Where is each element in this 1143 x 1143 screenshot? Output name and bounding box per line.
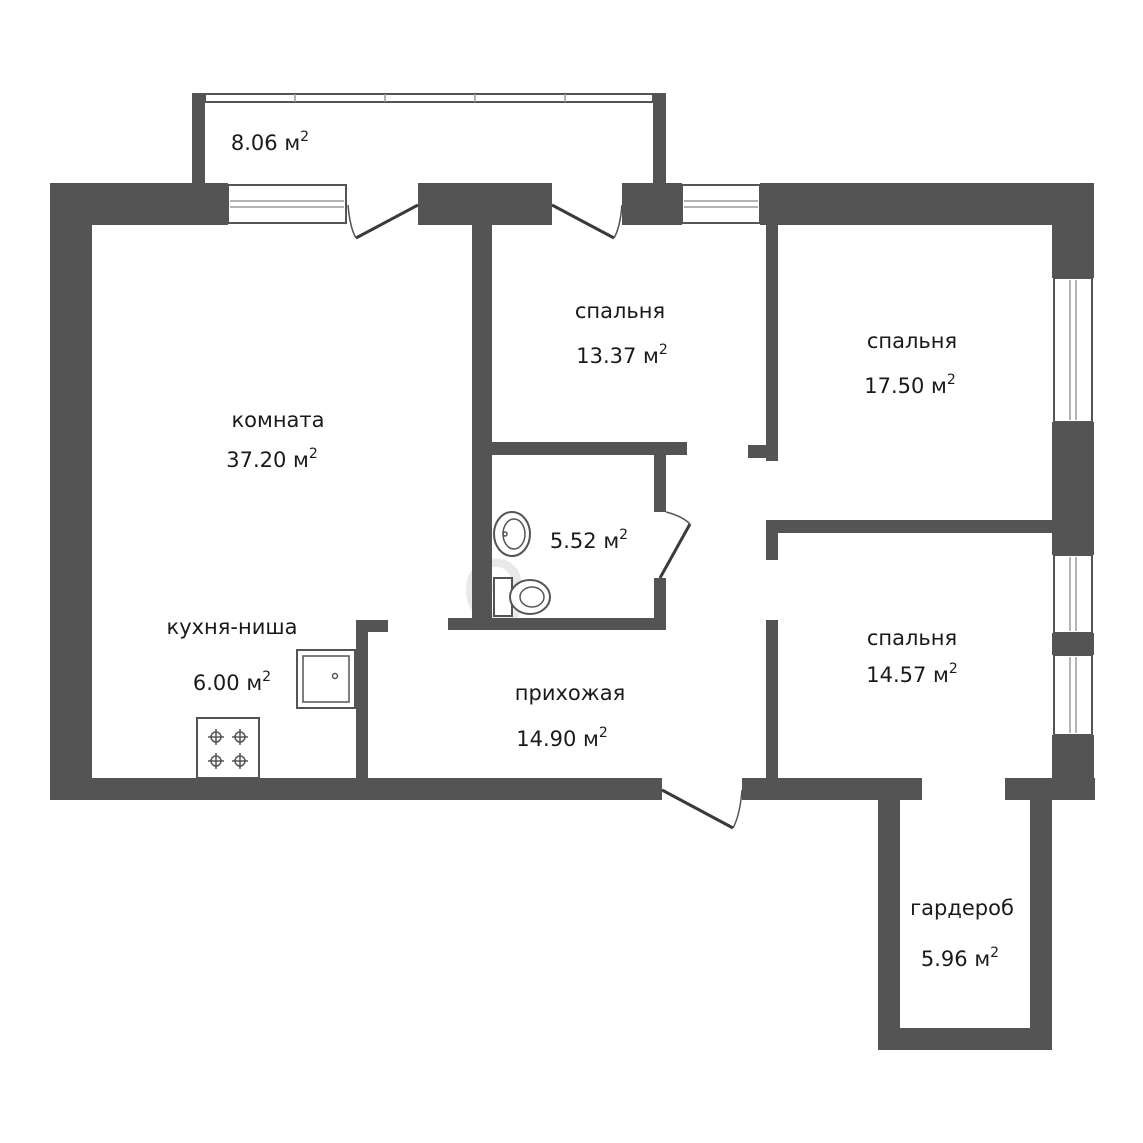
living-room-area: 37.20 м — [226, 448, 309, 472]
label-bedroom-1: спальня 13.37 м2 — [575, 299, 668, 368]
stove — [196, 717, 260, 779]
bedroom-3-area: 14.57 м — [866, 663, 949, 687]
interior-walls — [356, 225, 1052, 780]
label-bathroom: 5.52 м2 — [550, 527, 628, 553]
svg-text:17.50 м2: 17.50 м2 — [864, 372, 956, 398]
wardrobe-area: 5.96 м — [921, 947, 990, 971]
svg-text:37.20 м2: 37.20 м2 — [226, 446, 318, 472]
living-room-name: комната — [231, 408, 324, 432]
bedroom-2-area: 17.50 м — [864, 374, 947, 398]
windows — [227, 184, 1094, 736]
label-hallway: прихожая 14.90 м2 — [515, 681, 625, 751]
bedroom-1-name: спальня — [575, 299, 665, 323]
label-bedroom-2: спальня 17.50 м2 — [864, 329, 957, 398]
label-bedroom-3: спальня 14.57 м2 — [866, 626, 958, 687]
label-balcony: 8.06 м2 — [231, 129, 309, 155]
toilet — [493, 577, 551, 617]
wardrobe-name: гардероб — [910, 896, 1014, 920]
kitchen-area: 6.00 м — [193, 671, 262, 695]
svg-text:8.06 м2: 8.06 м2 — [231, 129, 309, 155]
outer-walls — [50, 183, 1095, 1050]
svg-text:6.00 м2: 6.00 м2 — [193, 669, 271, 695]
bathroom-sink — [493, 511, 531, 557]
bedroom-1-area: 13.37 м — [576, 344, 659, 368]
label-living-room: комната 37.20 м2 — [226, 408, 324, 472]
bathroom-area: 5.52 м — [550, 529, 619, 553]
balcony-area: 8.06 м — [231, 131, 300, 155]
bedroom-2-name: спальня — [867, 329, 957, 353]
label-kitchen: кухня-ниша 6.00 м2 — [167, 615, 298, 695]
doors — [347, 203, 743, 830]
kitchen-name: кухня-ниша — [167, 615, 298, 639]
kitchen-sink — [296, 649, 356, 709]
svg-text:14.90 м2: 14.90 м2 — [516, 725, 608, 751]
hallway-name: прихожая — [515, 681, 625, 705]
svg-text:13.37 м2: 13.37 м2 — [576, 342, 668, 368]
hallway-area: 14.90 м — [516, 727, 599, 751]
svg-text:5.96 м2: 5.96 м2 — [921, 945, 999, 971]
balcony-walls — [192, 93, 666, 185]
label-wardrobe: гардероб 5.96 м2 — [910, 896, 1014, 971]
svg-text:14.57 м2: 14.57 м2 — [866, 661, 958, 687]
svg-text:5.52 м2: 5.52 м2 — [550, 527, 628, 553]
bedroom-3-name: спальня — [867, 626, 957, 650]
